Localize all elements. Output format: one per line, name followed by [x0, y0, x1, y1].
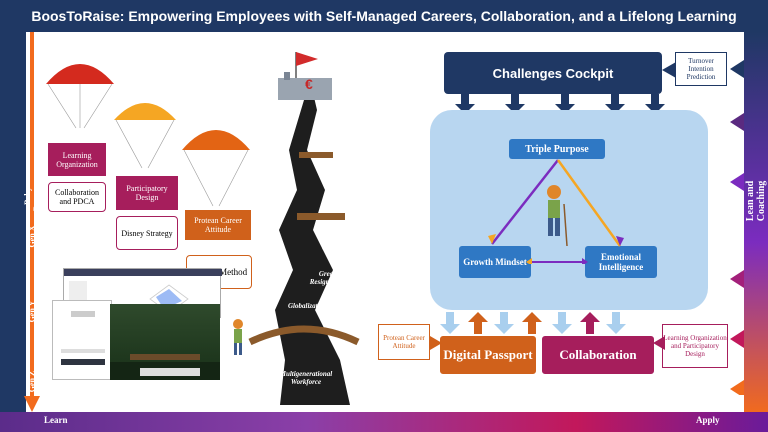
collaboration-box: Collaboration — [542, 336, 654, 374]
multigenerational-label: Multigenerational Workforce — [279, 370, 333, 386]
learn-apply-bar: Learn Apply — [0, 412, 768, 432]
parachute-1-icon — [46, 64, 114, 129]
bridge-2 — [297, 213, 345, 220]
panel-bottom-arrows — [440, 312, 626, 334]
hiker-girl-icon — [547, 185, 568, 247]
euro-symbol: € — [305, 76, 313, 92]
login-screenshot — [52, 300, 112, 380]
forest-bridge-icon — [110, 354, 220, 380]
parachute-2-icon — [114, 103, 176, 169]
bridge-3 — [248, 325, 360, 346]
generation-axis-arrow — [24, 32, 40, 412]
bridge-1 — [299, 152, 333, 158]
forest-photo — [110, 304, 220, 380]
learn-label: Learn — [44, 415, 68, 425]
right-strip — [744, 32, 768, 414]
great-resignation-label: Great Resignation — [309, 270, 345, 286]
gen-y: Gen Y — [27, 300, 37, 323]
collaboration-pdca-box: Collaboration and PDCA — [48, 182, 106, 212]
gen-z: Gen Z — [27, 370, 37, 393]
turnover-intention-box: Turnover Intention Prediction — [675, 52, 727, 86]
learning-org-participatory-box: Learning Organization and Participatory … — [662, 324, 728, 368]
page-title: BoosToRaise: Empowering Employees with S… — [0, 0, 768, 56]
right-arrows — [730, 60, 744, 395]
hiker-icon — [233, 319, 243, 355]
arrow-left-icon — [662, 62, 676, 78]
factory-flag-icon — [278, 52, 332, 100]
participatory-design-box: Participatory Design — [116, 176, 178, 210]
protean-career-attitude-box: Protean Career Attitude — [185, 210, 251, 240]
challenges-cockpit-box: Challenges Cockpit — [444, 52, 662, 94]
quiet-quitting-label: Quiet Quitting — [321, 236, 347, 252]
cockpit-down-arrows — [455, 94, 665, 114]
arrow-right-icon — [430, 336, 442, 350]
apply-label: Apply — [696, 415, 720, 425]
triple-purpose-box: Triple Purpose — [509, 139, 605, 159]
globalization-label: Globalization — [288, 302, 327, 310]
digital-passport-box: Digital Passport — [440, 336, 536, 374]
gen-x: Gen X — [27, 225, 37, 248]
parachute-3-icon — [182, 130, 250, 207]
arrow-left-magenta-icon — [653, 336, 665, 350]
protean-career-box: Protean Career Attitude — [378, 324, 430, 360]
disney-strategy-box: Disney Strategy — [116, 216, 178, 250]
learning-organization-box: Learning Organization — [48, 143, 106, 176]
emotional-intelligence-box: Emotional Intelligence — [585, 246, 657, 278]
chasm-path — [275, 80, 350, 405]
lean-coaching-label: Lean and Coaching — [745, 180, 767, 222]
purpose-triangle — [488, 159, 624, 264]
growth-mindset-box: Growth Mindset — [459, 246, 531, 278]
left-strip — [0, 32, 26, 414]
